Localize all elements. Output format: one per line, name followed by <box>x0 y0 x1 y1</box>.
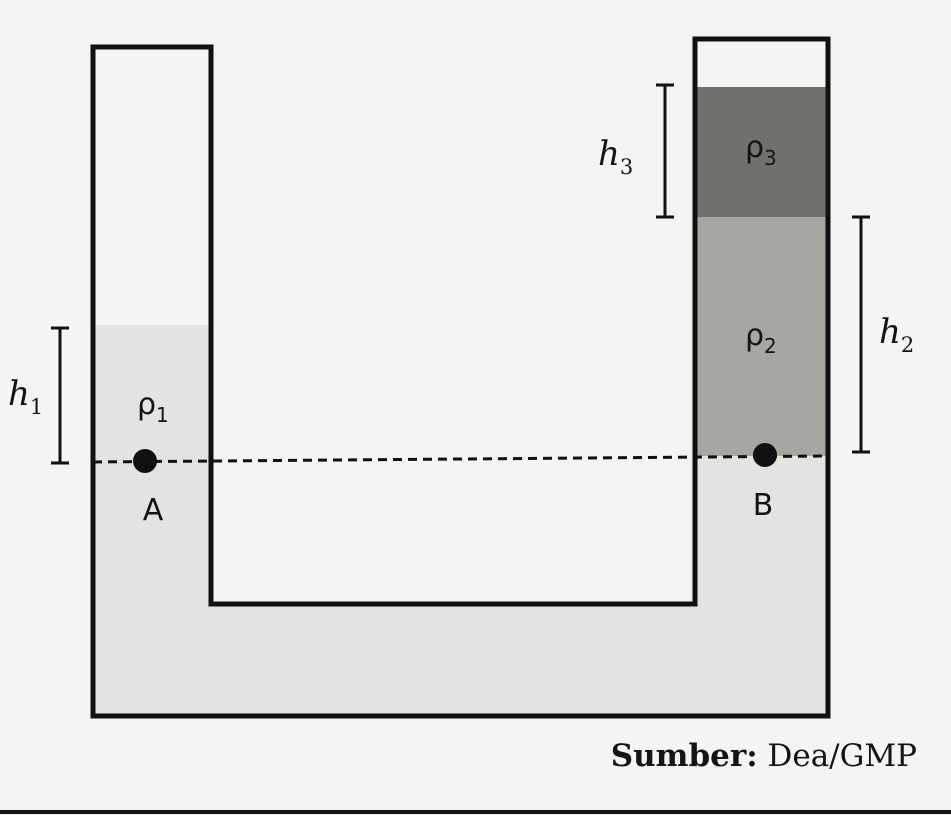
equal-pressure-line <box>92 454 829 464</box>
h1-height-marker <box>51 326 69 465</box>
point-b-label: B <box>753 488 774 523</box>
point-a-dot <box>133 449 157 473</box>
h2-height-marker <box>852 215 870 454</box>
source-caption-label: Sumber: <box>610 738 758 774</box>
h2-symbol: h <box>879 312 901 352</box>
u-tube-outline <box>90 36 831 719</box>
h3-subscript: 3 <box>620 155 633 179</box>
h1-label: h1 <box>8 374 43 419</box>
fluid-2-region <box>696 217 827 456</box>
h3-height-marker <box>656 83 674 219</box>
h3-symbol: h <box>598 134 620 174</box>
fluid-1-subscript: 1 <box>156 403 169 427</box>
fluid-1-label: ρ1 <box>137 387 169 427</box>
source-caption-value: Dea/GMP <box>757 738 917 774</box>
h2-subscript: 2 <box>901 333 914 357</box>
h1-subscript: 1 <box>30 395 43 419</box>
h2-label: h2 <box>879 312 914 357</box>
point-b-dot <box>753 443 777 467</box>
fluid-1-region <box>93 325 827 714</box>
source-caption: Sumber: Dea/GMP <box>611 738 917 774</box>
h1-symbol: h <box>8 374 30 414</box>
fluid-3-subscript: 3 <box>764 146 777 170</box>
fluid-2-subscript: 2 <box>764 334 777 358</box>
fluid-3-label: ρ3 <box>745 130 777 170</box>
h3-label: h3 <box>598 134 633 179</box>
fluid-2-label: ρ2 <box>745 318 777 358</box>
fluid-2-symbol: ρ <box>745 318 764 353</box>
fluid-1-symbol: ρ <box>137 387 156 422</box>
point-a-label: A <box>143 493 164 528</box>
fluid-3-region <box>696 87 827 217</box>
fluid-3-symbol: ρ <box>745 130 764 165</box>
